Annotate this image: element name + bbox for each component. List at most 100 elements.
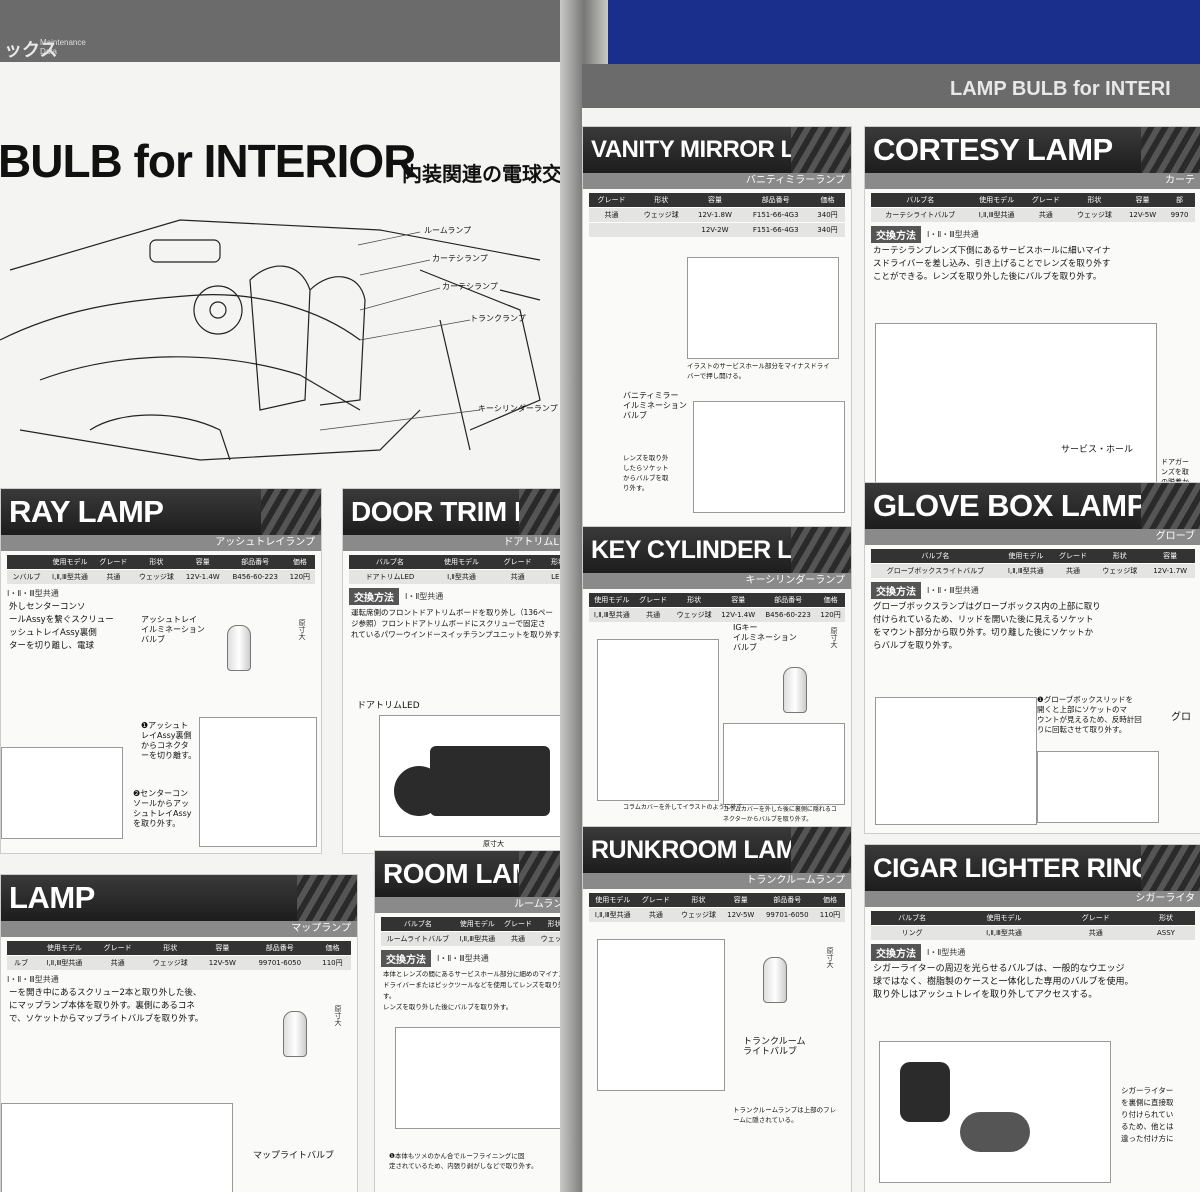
- cigar-lighter-title: CIGAR LIGHTER RING: [865, 845, 1200, 891]
- vanity-illus-2: [693, 401, 845, 513]
- ashtray-lamp-section: RAY LAMP アッシュトレイランプ 使用モデルグレード形状容量部品番号価格 …: [0, 488, 322, 854]
- room-text: 本体とレンズの間にあるサービスホール部分に細めのマイナスドライバーまたはピックツ…: [383, 970, 565, 1011]
- vanity-caption: イラストのサービスホール部分をマイナスドライ バーで押し開ける。: [687, 362, 830, 380]
- left-corner-title: ックス: [4, 40, 58, 60]
- main-title: BULB for INTERIOR 内装関連の電球交換: [0, 128, 582, 198]
- room-illus: [395, 1027, 567, 1129]
- vanity-caption-2: レンズを取り外 したらソケット からバルブを取 り外す。: [623, 454, 669, 492]
- map-lamp-title: LAMP: [1, 875, 357, 921]
- door-trim-title: DOOR TRIM LED: [343, 489, 579, 535]
- cortesy-lamp-title: CORTESY LAMP: [865, 127, 1200, 173]
- door-part-label: ドアトリムLED: [357, 701, 420, 711]
- keycyl-caption-1: コラムカバーを外してイラストのように外す: [623, 804, 743, 811]
- trunk-room-title: RUNKROOM LAMP: [583, 827, 851, 873]
- cigar-lighter-jp: シガーライタ: [865, 891, 1200, 907]
- trunk-room-jp: トランクルームランプ: [583, 873, 851, 889]
- diagram-label-key: キーシリンダーランプ: [478, 404, 558, 413]
- ashtray-bulb-image: [227, 625, 251, 671]
- ashtray-caption-2: ❷センターコン ソールからアッ シュトレイAssy を取り外す。: [133, 789, 192, 828]
- cortesy-illus: [875, 323, 1157, 485]
- trunk-caption: トランクルームランプは上部のフレ ームに隠されている。: [733, 1106, 837, 1124]
- ashtray-lamp-title: RAY LAMP: [1, 489, 321, 535]
- ashtray-text: 外しセンターコンソールAssyを繋ぐスクリューッシュトレイAssy裏側ターを切り…: [9, 602, 114, 651]
- cigar-caption: シガーライター を裏側に直接取 り付けられてい るため、他とは 違った付け方に: [1121, 1086, 1174, 1143]
- keycyl-bulb-image: [783, 667, 807, 713]
- trunk-illus: [597, 939, 725, 1091]
- diagram-label-trunk: トランクランプ: [470, 314, 526, 323]
- interior-diagram: ルームランプ カーテシランプ カーテシランプ トランクランプ キーシリンダーラン…: [0, 200, 560, 480]
- cigar-text: シガーライターの周辺を光らせるバルブは、一般的なウエッジ球ではなく、樹脂製のケー…: [873, 964, 1134, 1000]
- key-cylinder-jp: キーシリンダーランプ: [583, 573, 851, 589]
- main-title-en: BULB for INTERIOR: [0, 135, 416, 187]
- left-corner-en2: Data: [40, 47, 57, 56]
- cortesy-text: カーテシランプレンズ下側にあるサービスホールに細いマイナスドライバーを差し込み、…: [873, 246, 1111, 282]
- right-page: LAMP BULB for INTERI VANITY MIRROR LAMP …: [582, 64, 1200, 1192]
- keycyl-caption-2: コラムカバーを外した後に裏側に隠れるコ ネクターからバルブを取り外す。: [723, 806, 837, 823]
- key-cylinder-title: KEY CYLINDER LAMP: [583, 527, 851, 573]
- right-header-text: LAMP BULB for INTERI: [950, 78, 1171, 100]
- vanity-mirror-section: VANITY MIRROR LAMP バニティミラーランプ グレード形状容量部品…: [582, 126, 852, 528]
- room-lamp-section: ROOM LAMP ルームランプ バルブ名使用モデルグレード形状 ルームライトバ…: [374, 850, 580, 1192]
- door-led-connector: [394, 766, 444, 816]
- trunk-bulb-label: トランクルーム ライトバルブ: [743, 1037, 806, 1057]
- room-caption: ❶本体もツメのかん合でルーフライニングに固 定されているため、内張り剥がしなどで…: [389, 1152, 538, 1170]
- trunk-size-label: 原寸大: [826, 947, 834, 968]
- diagram-label-room: ルームランプ: [424, 226, 472, 235]
- map-text: ーを開き中にあるスクリュー2本と取り外した後、にマップランプ本体を取り外す。裏側…: [9, 988, 204, 1024]
- vanity-mirror-jp: バニティミラーランプ: [583, 173, 851, 189]
- door-text: 運転席側のフロントドアトリムボードを取り外し（136ページ参照）フロントドアトリ…: [351, 608, 567, 639]
- ashtray-illus-1: [1, 747, 123, 839]
- glove-caption: ❶グローブボックスリッドを 開くと上部にソケットのマ ウントが見えるため、反時計…: [1037, 695, 1142, 734]
- left-page: ックス Maintenance Data BULB for INTERIOR 内…: [0, 0, 598, 1192]
- car-interior-illustration: [0, 219, 541, 461]
- glove-box-jp: グローブ: [865, 529, 1200, 545]
- vanity-mirror-title: VANITY MIRROR LAMP: [583, 127, 851, 173]
- ashtray-caption-1: ❶アッシュト レイAssy裏側 からコネクタ ーを切り離す。: [141, 721, 197, 760]
- cigar-illus: [879, 1041, 1111, 1183]
- keycyl-illus-2: [723, 723, 845, 805]
- cortesy-lamp-section: CORTESY LAMP カーテ バルブ名使用モデルグレード形状容量部 カーテシ…: [864, 126, 1200, 528]
- glove-illus: [875, 697, 1037, 825]
- map-size-label: 原寸大: [334, 1005, 342, 1026]
- ashtray-illus-2: [199, 717, 317, 847]
- map-illus: [1, 1103, 233, 1192]
- map-bulb-label: マップライトバルブ: [253, 1151, 335, 1161]
- door-led-image: [379, 715, 577, 837]
- ashtray-lamp-jp: アッシュトレイランプ: [1, 535, 321, 551]
- cigar-part-2: [960, 1112, 1030, 1152]
- ashtray-size-label: 原寸大: [298, 619, 306, 640]
- map-bulb-image: [283, 1011, 307, 1057]
- keycyl-illus-1: [597, 639, 719, 801]
- ashtray-method: Ⅰ・Ⅱ・Ⅲ型共通: [7, 589, 59, 598]
- glove-text: グローブボックスランプはグローブボックス内の上部に取り付けられているため、リッド…: [873, 602, 1101, 651]
- key-cylinder-section: KEY CYLINDER LAMP キーシリンダーランプ 使用モデルグレード形状…: [582, 526, 852, 828]
- door-led-part: [430, 746, 550, 816]
- diagram-label-cortesy-2: カーテシランプ: [442, 282, 498, 291]
- glove-box-title: GLOVE BOX LAMP: [865, 483, 1200, 529]
- right-header-strip: LAMP BULB for INTERI: [582, 64, 1200, 108]
- glove-side-label: グロ: [1171, 712, 1191, 723]
- door-trim-jp: ドアトリムLED: [343, 535, 579, 551]
- door-trim-section: DOOR TRIM LED ドアトリムLED バルブ名使用モデルグレード形状 ド…: [342, 488, 580, 854]
- room-lamp-jp: ルームランプ: [375, 897, 579, 913]
- left-corner-en1: Maintenance: [40, 38, 86, 47]
- vanity-illus-1: [687, 257, 839, 359]
- cigar-part-1: [900, 1062, 950, 1122]
- trunk-room-section: RUNKROOM LAMP トランクルームランプ 使用モデルグレード形状容量部品…: [582, 826, 852, 1192]
- ashtray-bulb-label: アッシュトレイ イルミネーション バルブ: [141, 615, 205, 644]
- map-lamp-jp: マップランプ: [1, 921, 357, 937]
- keycyl-size-label: 原寸大: [830, 627, 838, 648]
